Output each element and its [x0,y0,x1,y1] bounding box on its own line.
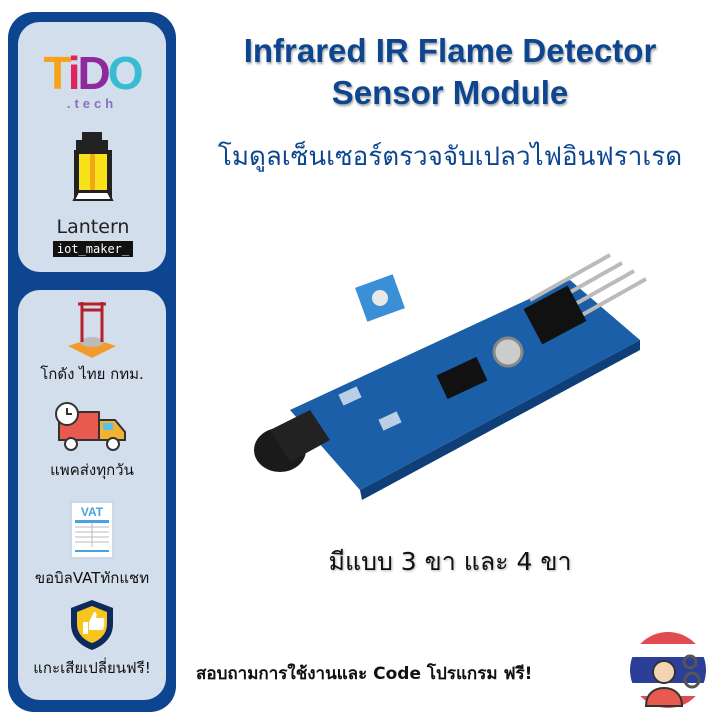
product-title: Infrared IR Flame Detector Sensor Module [190,30,710,114]
delivery-truck-icon [55,402,126,451]
feature-daily-shipping: แพคส่งทุกวัน [18,402,166,482]
lantern-icon [72,132,114,201]
feature-free-replacement: แกะเสียเปลี่ยนฟรี! [18,598,166,680]
support-text: สอบถามการใช้งานและ Code โปรแกรม ฟรี! [196,664,533,684]
title-line-1: Infrared IR Flame Detector [243,32,657,69]
feature-warehouse: โกดัง ไทย กทม. [18,298,166,386]
shield-thumbs-up-icon [71,600,113,650]
lantern-logo: Lantern iot_maker_ [48,130,138,257]
flame-sensor-module-image [254,253,647,500]
svg-text:VAT: VAT [81,505,104,519]
vat-invoice-icon: VAT [70,501,114,559]
tido-logo: TiDO .tech [43,47,143,111]
title-line-2: Sensor Module [331,74,569,111]
variant-info: มีแบบ 3 ขา และ 4 ขา [328,547,572,576]
product-subtitle: โมดูลเซ็นเซอร์ตรวจจับเปลวไฟอินฟราเรด [217,142,683,172]
thai-flag-support-icon [630,632,706,708]
giant-swing-icon [68,302,116,358]
feature-vat-invoice: VAT ขอบิลVATทักแชท [18,500,166,590]
